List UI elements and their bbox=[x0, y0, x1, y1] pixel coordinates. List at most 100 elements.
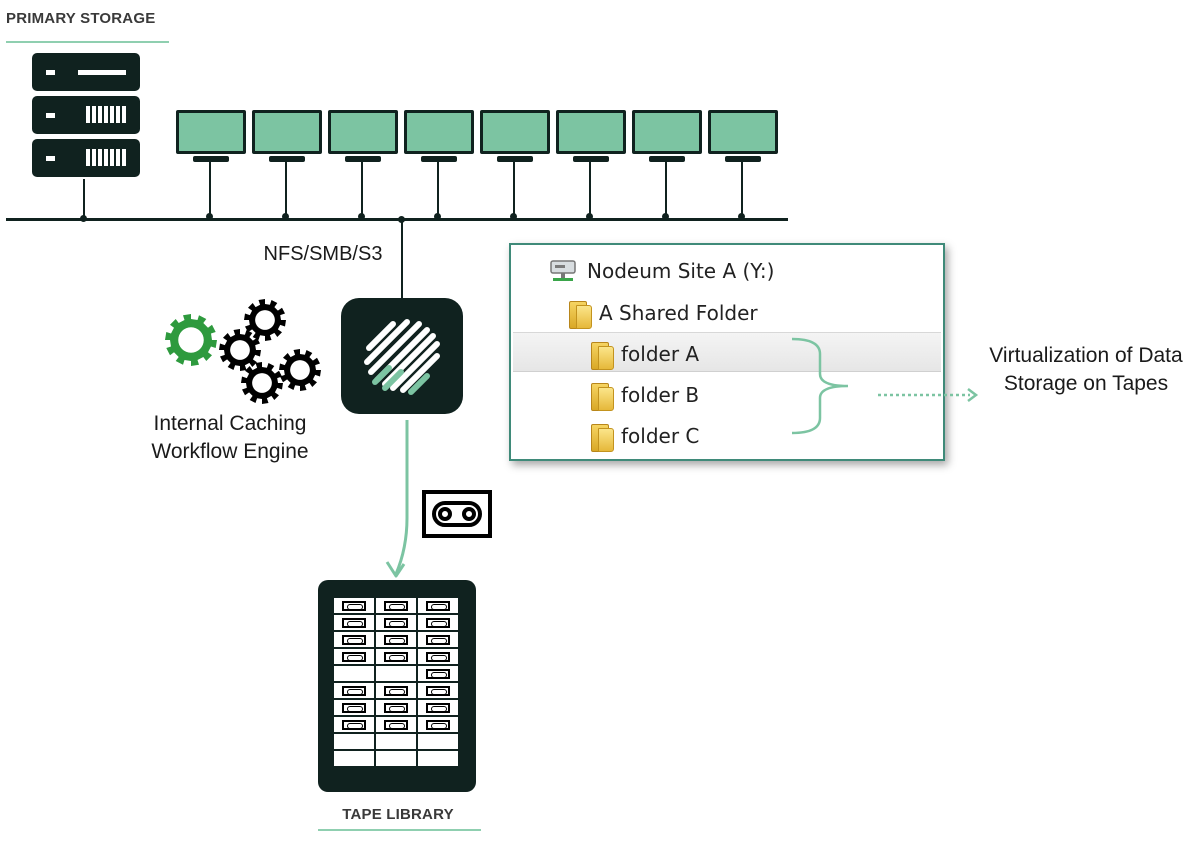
tape-slot-filled bbox=[417, 614, 459, 631]
tape-slot-filled bbox=[333, 597, 375, 614]
folder-label: folder A bbox=[621, 342, 700, 366]
server-cable bbox=[83, 179, 85, 220]
tape-slot-filled bbox=[417, 665, 459, 682]
nodeum-appliance-logo-icon bbox=[341, 298, 463, 414]
tape-slot-empty bbox=[333, 733, 375, 750]
network-drive-icon bbox=[550, 260, 576, 281]
tape-slot-filled bbox=[375, 716, 417, 733]
tape-cassette-icon bbox=[342, 601, 366, 611]
tape-slot-empty bbox=[417, 750, 459, 767]
tape-slot-filled bbox=[417, 597, 459, 614]
tape-library-slot-grid bbox=[333, 597, 459, 767]
tape-cassette-icon bbox=[342, 652, 366, 662]
tape-cassette-icon bbox=[426, 720, 450, 730]
tape-cassette-icon bbox=[342, 635, 366, 645]
workstation-monitor-icon bbox=[556, 110, 626, 220]
tape-slot-filled bbox=[333, 631, 375, 648]
gear-cluster bbox=[165, 299, 321, 404]
primary-storage-heading: PRIMARY STORAGE bbox=[6, 10, 156, 27]
folders-brace-and-arrow bbox=[791, 337, 979, 435]
tape-slot-filled bbox=[375, 631, 417, 648]
tape-cassette-icon bbox=[384, 601, 408, 611]
tape-slot-empty bbox=[375, 750, 417, 767]
tape-cassette-icon bbox=[384, 618, 408, 628]
workstation-monitor-icon bbox=[252, 110, 322, 220]
gear-hole bbox=[178, 327, 204, 353]
explorer-drive-item[interactable]: Nodeum Site A (Y:) bbox=[547, 251, 774, 291]
tape-slot-empty bbox=[375, 665, 417, 682]
tape-cassette-icon bbox=[384, 720, 408, 730]
tape-slot-filled bbox=[417, 631, 459, 648]
engine-label-line2: Workflow Engine bbox=[151, 440, 309, 463]
tape-cassette-icon bbox=[342, 703, 366, 713]
tape-cassette-icon bbox=[384, 635, 408, 645]
folder-icon bbox=[569, 299, 592, 329]
tape-slot-filled bbox=[417, 699, 459, 716]
folder-label: folder B bbox=[621, 383, 700, 407]
bus-to-appliance-line bbox=[401, 220, 403, 298]
gear-hole bbox=[252, 373, 272, 393]
tape-slot-filled bbox=[375, 648, 417, 665]
tape-cassette-icon bbox=[426, 618, 450, 628]
folder-icon bbox=[591, 422, 614, 452]
gear-hole bbox=[255, 310, 275, 330]
tape-cassette-icon bbox=[426, 686, 450, 696]
explorer-folder-item[interactable]: folder B bbox=[591, 375, 699, 415]
tape-cassette-icon bbox=[384, 703, 408, 713]
network-bus-line bbox=[6, 218, 788, 221]
tape-cassette-icon bbox=[384, 686, 408, 696]
tape-slot-empty bbox=[375, 733, 417, 750]
tape-slot-filled bbox=[333, 614, 375, 631]
primary-storage-server-icon bbox=[32, 53, 140, 179]
folder-icon bbox=[591, 340, 614, 370]
workstation-monitor-icon bbox=[176, 110, 246, 220]
tape-library-icon bbox=[318, 580, 476, 792]
virtualization-label-line1: Virtualization of Data bbox=[989, 344, 1183, 367]
tape-cassette-icon bbox=[342, 618, 366, 628]
tape-slot-filled bbox=[333, 648, 375, 665]
workstation-monitor-icon bbox=[404, 110, 474, 220]
tape-cassette-icon bbox=[342, 720, 366, 730]
tape-cassette-icon bbox=[384, 652, 408, 662]
tape-slot-filled bbox=[417, 716, 459, 733]
folder-label: folder C bbox=[621, 424, 700, 448]
appliance-to-tape-arrow bbox=[385, 420, 409, 578]
workstation-monitor-icon bbox=[632, 110, 702, 220]
workstation-monitor-icon bbox=[480, 110, 550, 220]
tape-slot-empty bbox=[333, 665, 375, 682]
tape-cassette-icon bbox=[422, 490, 492, 538]
tape-slot-filled bbox=[375, 699, 417, 716]
tape-library-heading-rule bbox=[318, 829, 481, 831]
shared-folder-label: A Shared Folder bbox=[599, 301, 758, 325]
tape-slot-filled bbox=[417, 648, 459, 665]
tape-cassette-icon bbox=[342, 686, 366, 696]
engine-label-line1: Internal Caching bbox=[153, 412, 307, 435]
tape-cassette-icon bbox=[426, 635, 450, 645]
drive-label: Nodeum Site A (Y:) bbox=[587, 259, 775, 283]
tape-slot-filled bbox=[375, 682, 417, 699]
selected-row-highlight bbox=[513, 332, 941, 372]
gear-hole bbox=[230, 340, 250, 360]
file-explorer-panel: Nodeum Site A (Y:) A Shared Folder folde… bbox=[509, 243, 945, 461]
tape-slot-empty bbox=[417, 733, 459, 750]
tape-slot-filled bbox=[333, 716, 375, 733]
tape-slot-filled bbox=[417, 682, 459, 699]
tape-cassette-icon bbox=[426, 652, 450, 662]
protocol-label: NFS/SMB/S3 bbox=[263, 243, 383, 265]
gear-hole bbox=[290, 360, 310, 380]
tape-slot-filled bbox=[375, 614, 417, 631]
bus-junction-dot bbox=[398, 216, 405, 223]
tape-slot-filled bbox=[333, 682, 375, 699]
workstation-monitor-icon bbox=[328, 110, 398, 220]
tape-cassette-icon bbox=[426, 601, 450, 611]
tape-library-heading: TAPE LIBRARY bbox=[342, 806, 454, 823]
tape-cassette-icon bbox=[426, 703, 450, 713]
explorer-folder-item[interactable]: folder C bbox=[591, 416, 699, 456]
workstation-monitor-icon bbox=[708, 110, 778, 220]
primary-storage-heading-rule bbox=[6, 41, 169, 43]
tape-cassette-icon bbox=[426, 669, 450, 679]
explorer-folder-item[interactable]: folder A bbox=[591, 334, 699, 374]
folder-icon bbox=[591, 381, 614, 411]
explorer-shared-folder-item[interactable]: A Shared Folder bbox=[569, 293, 758, 333]
tape-slot-filled bbox=[333, 699, 375, 716]
